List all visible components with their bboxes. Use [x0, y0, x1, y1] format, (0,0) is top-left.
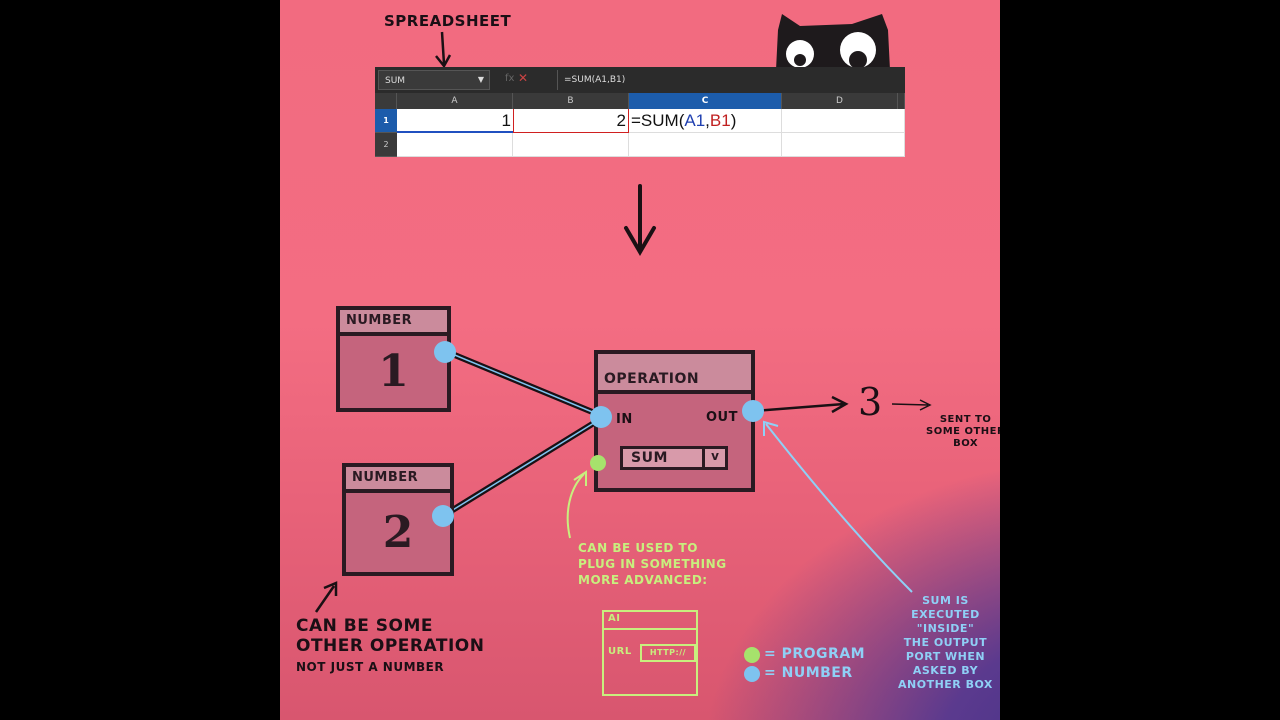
number-node-1-output-port[interactable] [434, 341, 456, 363]
cell-d1[interactable] [782, 109, 905, 133]
cell-b2[interactable] [513, 133, 629, 157]
operation-node[interactable]: OPERATION IN OUT SUM v [594, 350, 755, 492]
column-header-scroll [898, 93, 905, 109]
cell-b1[interactable]: 2 [513, 109, 629, 133]
spreadsheet-label: SPREADSHEET [384, 12, 512, 30]
operation-select[interactable]: SUM v [620, 446, 728, 470]
cell-c2[interactable] [629, 133, 782, 157]
cancel-icon[interactable]: ✕ [518, 71, 529, 85]
name-box-dropdown-icon[interactable]: ▼ [477, 75, 485, 84]
sent-arrow [891, 399, 932, 411]
diagram-canvas: SPREADSHEET SUM ▼ fx ✕ =SUM(A1,B1) A B C… [280, 0, 1000, 720]
column-header-c[interactable]: C [629, 93, 782, 109]
ai-box-title: AI [608, 613, 621, 624]
blue-arrow [763, 420, 913, 593]
ai-box-sketch: AI URL HTTP:// [602, 610, 698, 696]
not-just-number-note: NOT JUST A NUMBER [296, 660, 445, 674]
number-node-2-output-port[interactable] [432, 505, 454, 527]
cell-c1-ref-b1: B1 [709, 111, 731, 130]
column-header-b[interactable]: B [513, 93, 629, 109]
row-header-1[interactable]: 1 [375, 109, 397, 133]
legend-program-dot [744, 647, 760, 663]
fx-icon[interactable]: fx [505, 73, 515, 84]
ai-box-url-label: URL [608, 646, 632, 657]
down-arrow [624, 184, 656, 256]
cat-peek-illustration [776, 14, 890, 70]
chevron-down-icon[interactable]: v [702, 449, 725, 467]
operation-input-port[interactable] [590, 406, 612, 428]
name-box[interactable]: SUM [378, 70, 490, 90]
number-node-2-value: 2 [382, 507, 414, 558]
sum-executed-note: SUM IS EXECUTED "INSIDE" THE OUTPUT PORT… [898, 594, 993, 691]
legend-number-dot [744, 666, 760, 682]
row-header-2[interactable]: 2 [375, 133, 397, 157]
spreadsheet-window: SUM ▼ fx ✕ =SUM(A1,B1) A B C D 1 2 1 2 =… [375, 67, 905, 157]
other-op-arrow [314, 581, 338, 613]
green-arrow [566, 470, 587, 539]
cat-eye-right [840, 32, 876, 68]
cell-a1[interactable]: 1 [397, 109, 513, 133]
output-arrow [753, 395, 849, 414]
plug-in-note: CAN BE USED TO PLUG IN SOMETHING MORE AD… [578, 541, 727, 587]
number-node-1-value: 1 [378, 346, 409, 397]
cell-c1-prefix: =SUM( [631, 111, 685, 130]
result-value: 3 [858, 380, 883, 424]
cell-d2[interactable] [782, 133, 905, 157]
operation-out-label: OUT [706, 410, 738, 425]
sent-to-note: SENT TO SOME OTHER BOX [926, 414, 1000, 449]
operation-node-title: OPERATION [598, 354, 751, 394]
wires-layer [314, 31, 932, 613]
column-header-a[interactable]: A [397, 93, 513, 109]
cell-c1-suffix: ) [730, 111, 737, 130]
legend-number-label: = NUMBER [764, 665, 853, 681]
operation-output-port[interactable] [742, 400, 764, 422]
cell-a2[interactable] [397, 133, 513, 157]
operation-in-label: IN [616, 412, 633, 427]
spreadsheet-label-arrow [435, 31, 452, 69]
corner-cell[interactable] [375, 93, 397, 109]
other-operation-note: CAN BE SOME OTHER OPERATION [296, 616, 485, 656]
operation-program-port[interactable] [590, 455, 606, 471]
number-node-1[interactable]: NUMBER 1 [336, 306, 451, 412]
number-node-2-title: NUMBER [346, 467, 450, 493]
number-node-1-title: NUMBER [340, 310, 447, 336]
ai-box-url-field: HTTP:// [640, 644, 696, 662]
operation-select-value: SUM [631, 450, 668, 466]
ai-box-title-bar: AI [604, 612, 696, 630]
legend-program-label: = PROGRAM [764, 646, 866, 662]
column-header-d[interactable]: D [782, 93, 898, 109]
cell-c1[interactable]: =SUM(A1,B1) [629, 109, 782, 133]
cell-c1-sep: , [705, 111, 710, 130]
cell-c1-ref-a1: A1 [684, 111, 706, 130]
formula-input[interactable]: =SUM(A1,B1) [557, 70, 903, 90]
